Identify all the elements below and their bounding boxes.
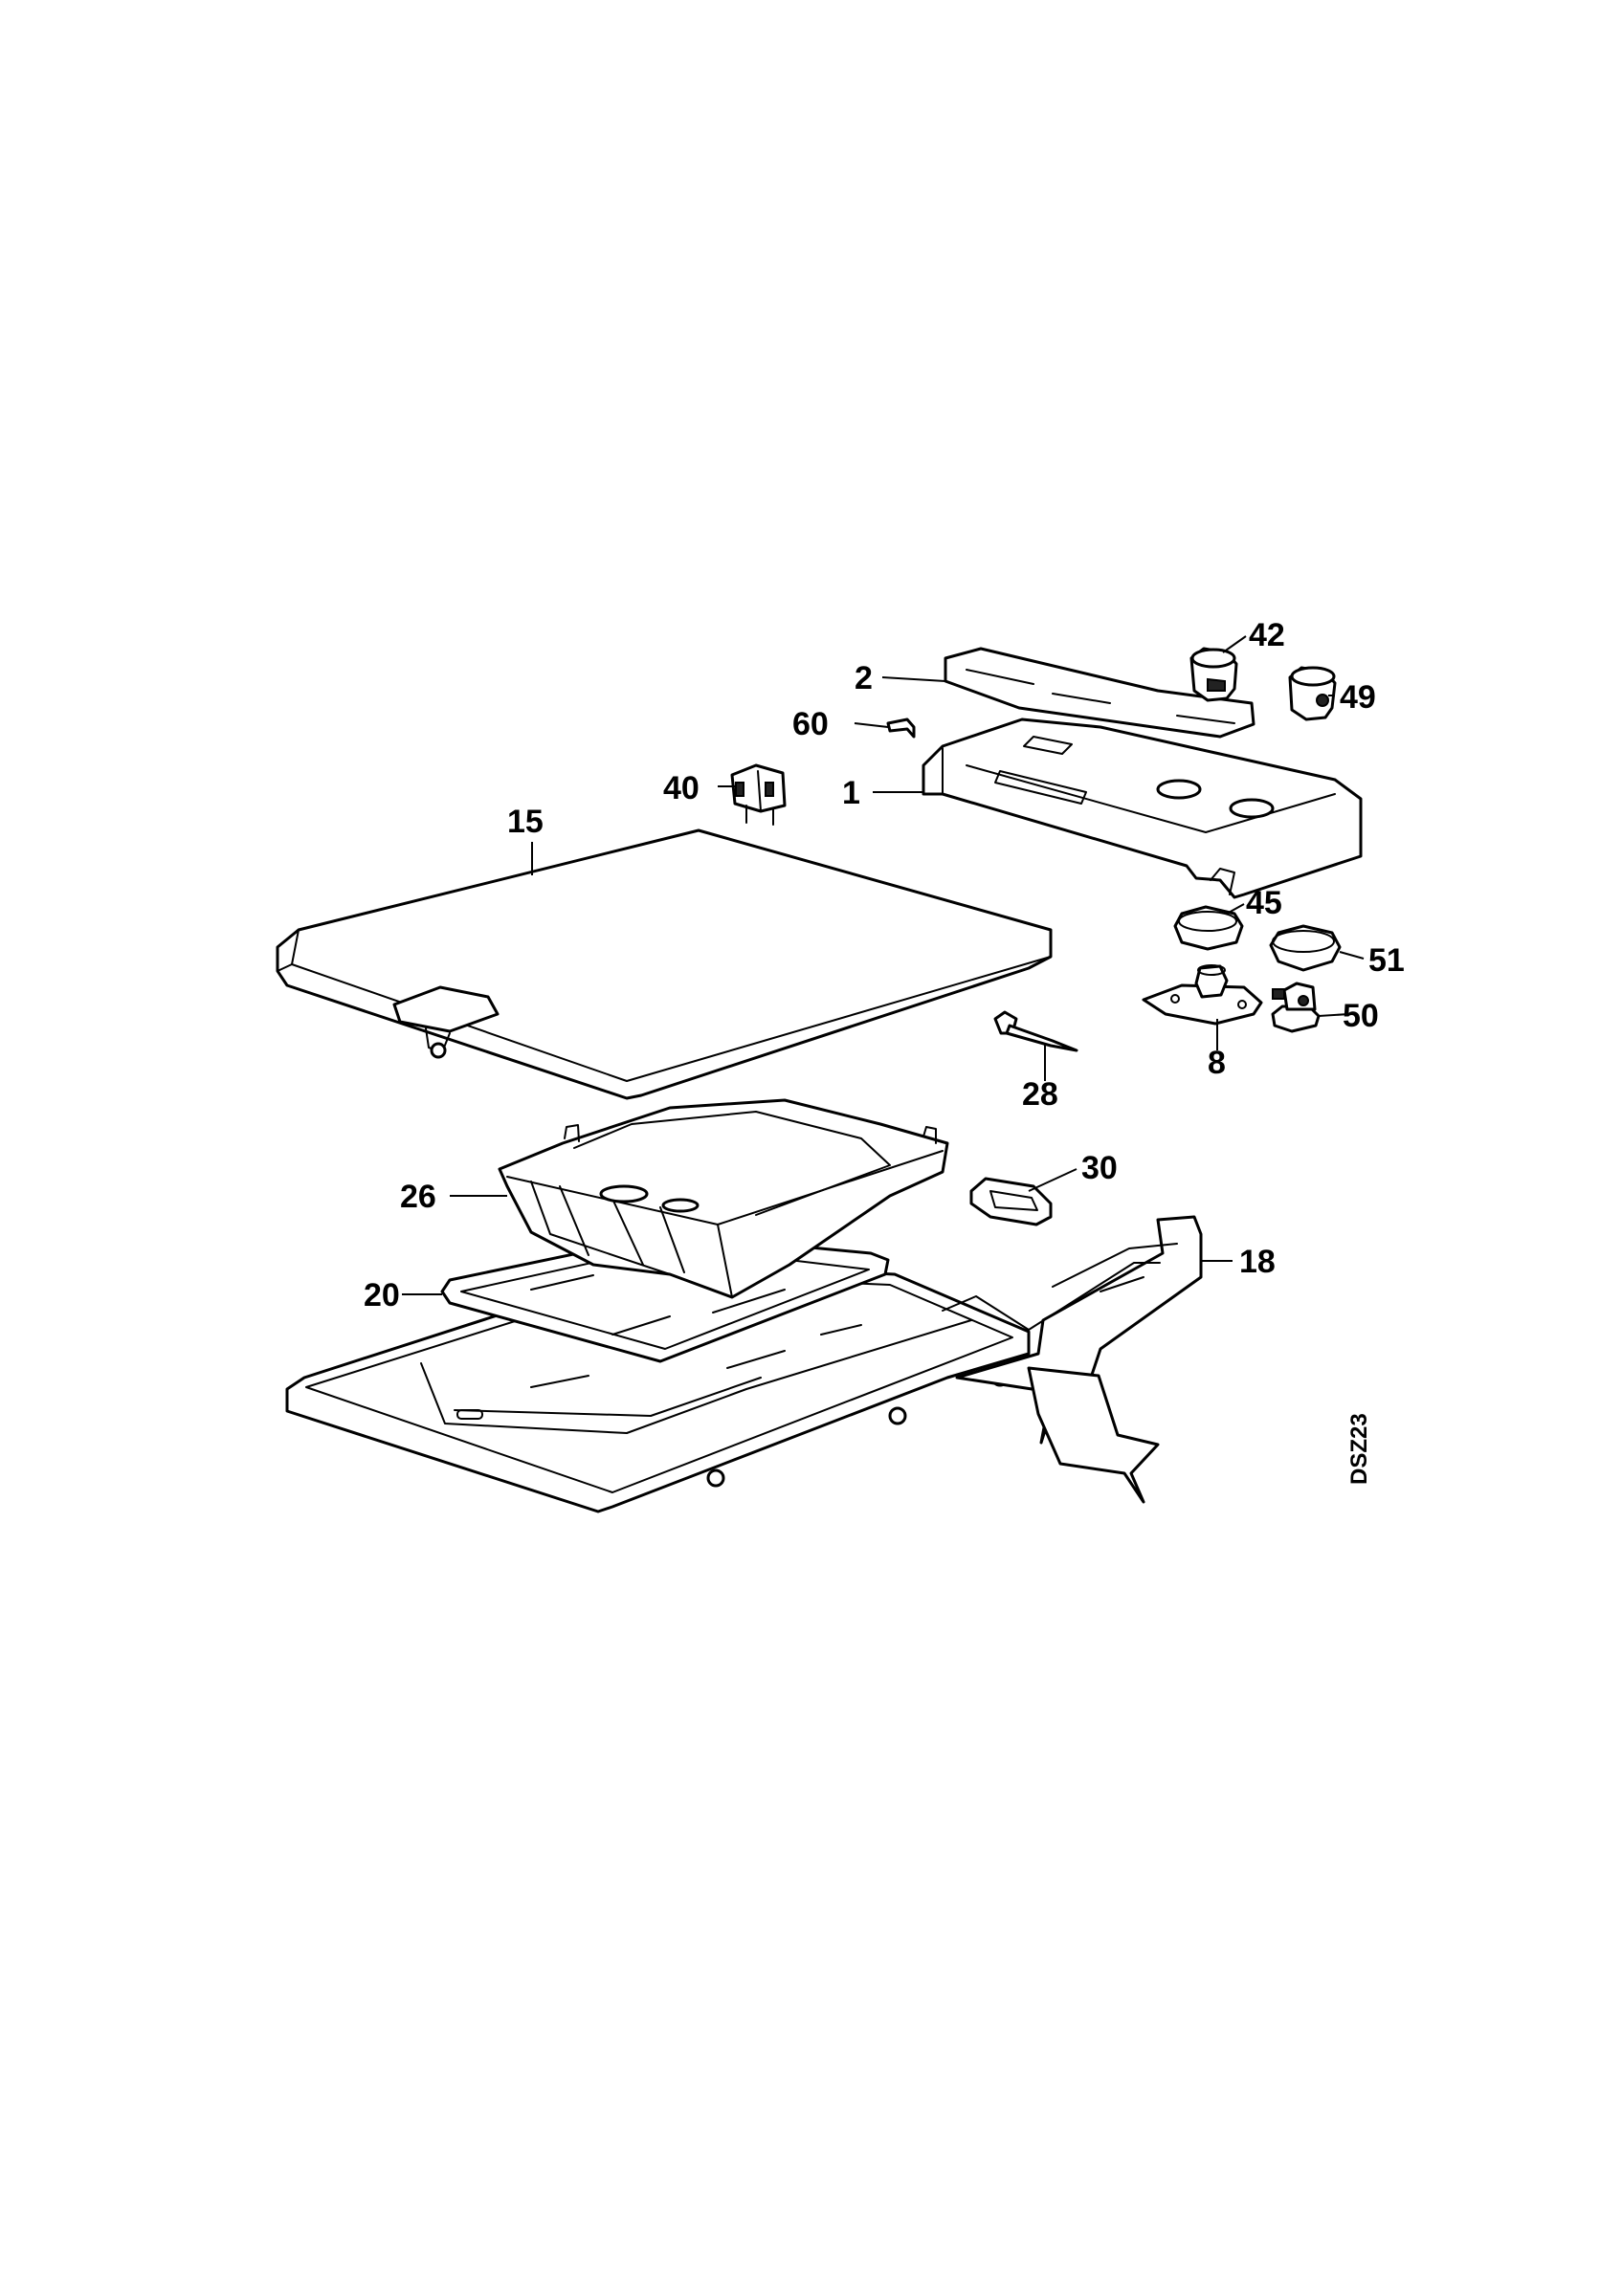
part-8-spindle-plate	[1142, 964, 1263, 1026]
part-51-knob-cap	[1269, 924, 1342, 972]
part-15-lid	[276, 828, 1053, 1100]
callout-28: 28	[1022, 1076, 1058, 1113]
part-28-pin	[993, 1010, 1078, 1052]
part-49-knob	[1288, 666, 1337, 721]
callout-42: 42	[1249, 617, 1285, 653]
leader-lines	[402, 635, 1365, 1295]
part-26-detergent-drawer	[498, 1098, 949, 1299]
callout-15: 15	[507, 804, 544, 840]
part-1-control-panel	[922, 718, 1363, 899]
callout-60: 60	[792, 706, 829, 742]
callout-18: 18	[1239, 1244, 1276, 1280]
part-60-clip	[886, 718, 916, 739]
callout-8: 8	[1208, 1045, 1226, 1081]
part-40-switch-block	[730, 763, 787, 826]
callout-45: 45	[1246, 885, 1282, 921]
callout-40: 40	[663, 770, 700, 806]
diagram-code: DSZ23	[1346, 1413, 1372, 1485]
callout-51: 51	[1368, 942, 1405, 979]
callout-1: 1	[842, 775, 860, 811]
callout-2: 2	[855, 660, 873, 696]
part-2-panel-strip	[944, 647, 1255, 739]
part-42-knob	[1189, 647, 1238, 702]
callout-20: 20	[364, 1277, 400, 1314]
callout-labels: 42 2 49 60 40 1 15 45 51 50 8 28 30 26 1…	[364, 617, 1405, 1485]
callout-30: 30	[1081, 1150, 1118, 1186]
part-18-inlet-bracket	[942, 1215, 1203, 1504]
callout-50: 50	[1343, 998, 1379, 1034]
callout-26: 26	[400, 1179, 436, 1215]
part-50-spindle	[1271, 982, 1321, 1033]
callout-49: 49	[1340, 679, 1376, 716]
part-45-knob-cap	[1173, 905, 1244, 951]
base-tray	[285, 1261, 1031, 1513]
